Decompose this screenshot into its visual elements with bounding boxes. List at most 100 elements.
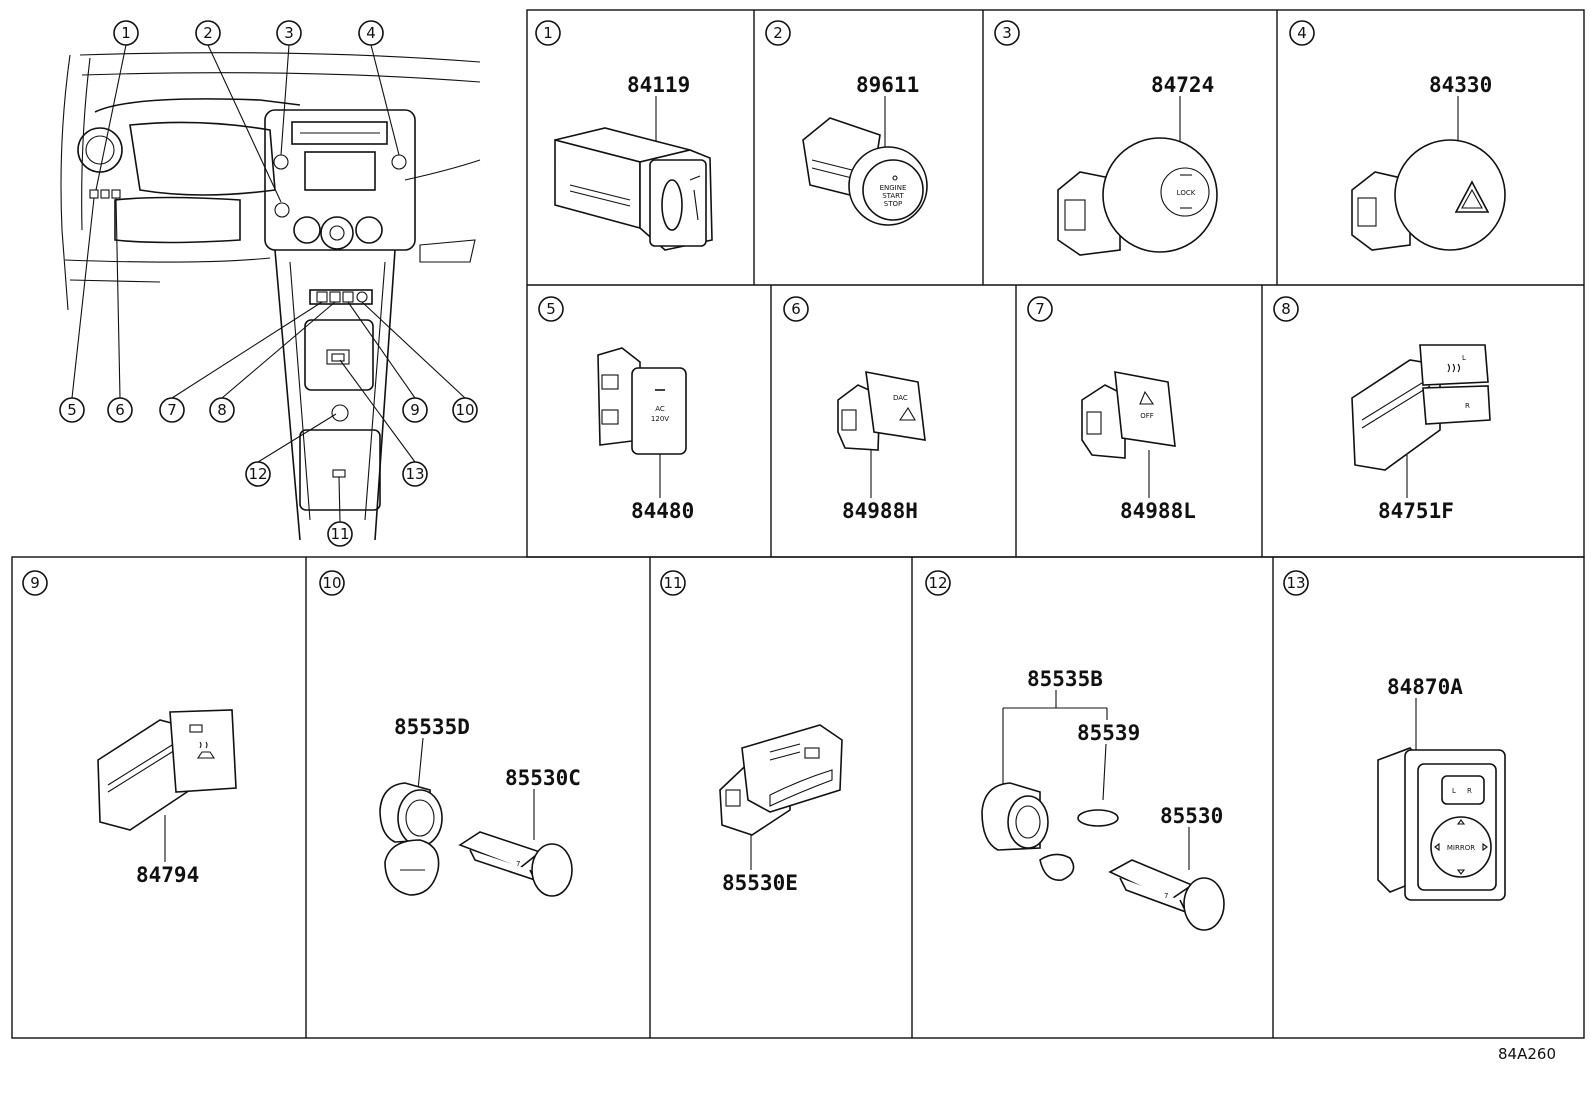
panel-callout-8: 8: [1273, 296, 1299, 322]
svg-text:LOCK: LOCK: [1177, 189, 1196, 197]
overview-callout-1: 1: [113, 20, 139, 46]
overview-callout-2: 2: [195, 20, 221, 46]
part-number-85535B: 85535B: [1027, 667, 1103, 691]
svg-text:8: 8: [1281, 300, 1291, 318]
svg-text:7: 7: [1035, 300, 1045, 318]
overview-callout-6: 6: [107, 397, 133, 423]
panel-7: 7 84988L OFF: [1027, 296, 1196, 523]
svg-text:L: L: [1462, 354, 1466, 362]
overview-callout-3: 3: [276, 20, 302, 46]
svg-text:12: 12: [248, 465, 267, 483]
svg-text:6: 6: [791, 300, 801, 318]
svg-text:1: 1: [543, 24, 553, 42]
svg-text:OFF: OFF: [1140, 412, 1154, 420]
overview-callout-4: 4: [358, 20, 384, 46]
seat-heater-switch-drawing: L R: [1351, 344, 1491, 471]
svg-text:4: 4: [1297, 24, 1307, 42]
svg-text:AC: AC: [655, 405, 665, 413]
traction-off-switch-drawing: OFF: [1081, 371, 1176, 459]
svg-text:R: R: [1467, 787, 1472, 795]
hazard-switch-drawing: [1351, 139, 1506, 251]
svg-text:10: 10: [322, 574, 341, 592]
svg-text:MIRROR: MIRROR: [1447, 844, 1475, 852]
overview-callout-11: 11: [327, 521, 353, 547]
panel-6: 6 84988H DAC: [783, 296, 926, 523]
svg-text:STOP: STOP: [884, 200, 902, 208]
engine-start-button-drawing: ENGINE START STOP: [802, 117, 928, 226]
usb-aux-port-drawing: [719, 724, 843, 836]
svg-text:5: 5: [546, 300, 556, 318]
outlet-socket-drawing: [981, 782, 1075, 881]
part-number-84988H: 84988H: [842, 499, 918, 523]
dashboard-overview: [60, 44, 481, 541]
panel-callout-1: 1: [535, 20, 561, 46]
panel-grid: [11, 9, 1585, 1039]
svg-text:7: 7: [1164, 892, 1168, 900]
svg-text:13: 13: [405, 465, 424, 483]
rear-defogger-switch-drawing: [97, 709, 237, 831]
part-number-84724: 84724: [1151, 73, 1214, 97]
panel-1: 1 84119: [535, 20, 713, 251]
svg-text:12: 12: [928, 574, 947, 592]
svg-text:7: 7: [516, 860, 520, 868]
panel-callout-7: 7: [1027, 296, 1053, 322]
part-number-85539: 85539: [1077, 721, 1140, 745]
overview-callout-7: 7: [159, 397, 185, 423]
svg-text:START: START: [882, 192, 904, 200]
part-number-84988L: 84988L: [1120, 499, 1196, 523]
panel-callout-13: 13: [1283, 570, 1309, 596]
mirror-switch-drawing: L R MIRROR: [1377, 747, 1506, 901]
dac-switch-drawing: DAC: [837, 371, 926, 451]
svg-text:13: 13: [1286, 574, 1305, 592]
panel-12: 12 85535B 85539 85530 7: [925, 570, 1225, 931]
panel-callout-6: 6: [783, 296, 809, 322]
panel-9: 9 84794: [22, 570, 237, 887]
part-number-89611: 89611: [856, 73, 919, 97]
panel-3: 3 84724 LOCK: [994, 20, 1218, 256]
panel-5: 5 84480 AC 120V: [538, 296, 694, 523]
outlet-plug-drawing: 7: [1108, 859, 1225, 931]
part-number-84480: 84480: [631, 499, 694, 523]
overview-callout-12: 12: [245, 461, 271, 487]
overview-callouts: 1 2 3 4 5 6 7 8 9 10 12 13 11: [59, 20, 478, 547]
svg-text:4: 4: [366, 24, 376, 42]
svg-text:5: 5: [67, 401, 77, 419]
part-number-85530C: 85530C: [505, 766, 581, 790]
svg-text:R: R: [1465, 402, 1470, 410]
diagram-code: 84A260: [1498, 1045, 1556, 1063]
overview-callout-9: 9: [402, 397, 428, 423]
panel-4: 4 84330: [1289, 20, 1506, 251]
svg-text:ENGINE: ENGINE: [880, 184, 907, 192]
svg-text:7: 7: [167, 401, 177, 419]
power-outlet-socket-drawing: [379, 782, 443, 896]
overview-callout-10: 10: [452, 397, 478, 423]
panel-2: 2 89611 ENGINE START STOP: [765, 20, 928, 226]
svg-text:2: 2: [773, 24, 783, 42]
panel-callout-10: 10: [319, 570, 345, 596]
svg-text:9: 9: [30, 574, 40, 592]
panel-callout-3: 3: [994, 20, 1020, 46]
svg-text:10: 10: [455, 401, 474, 419]
part-number-84119: 84119: [627, 73, 690, 97]
part-number-84751F: 84751F: [1378, 499, 1454, 523]
svg-text:DAC: DAC: [893, 394, 908, 402]
outlet-cap-disc-drawing: [1077, 809, 1119, 827]
overview-callout-13: 13: [402, 461, 428, 487]
panel-callout-9: 9: [22, 570, 48, 596]
svg-text:8: 8: [217, 401, 227, 419]
panel-callout-4: 4: [1289, 20, 1315, 46]
part-number-85535D: 85535D: [394, 715, 470, 739]
panel-callout-2: 2: [765, 20, 791, 46]
overview-callout-5: 5: [59, 397, 85, 423]
svg-text:L: L: [1452, 787, 1456, 795]
svg-text:11: 11: [663, 574, 682, 592]
overview-callout-8: 8: [209, 397, 235, 423]
ac-outlet-switch-drawing: AC 120V: [597, 347, 687, 455]
svg-text:3: 3: [1002, 24, 1012, 42]
dimmer-switch-drawing: [554, 127, 713, 251]
panel-8: 8 84751F L R: [1273, 296, 1491, 523]
part-number-84330: 84330: [1429, 73, 1492, 97]
part-number-84870A: 84870A: [1387, 675, 1463, 699]
part-number-85530E: 85530E: [722, 871, 798, 895]
